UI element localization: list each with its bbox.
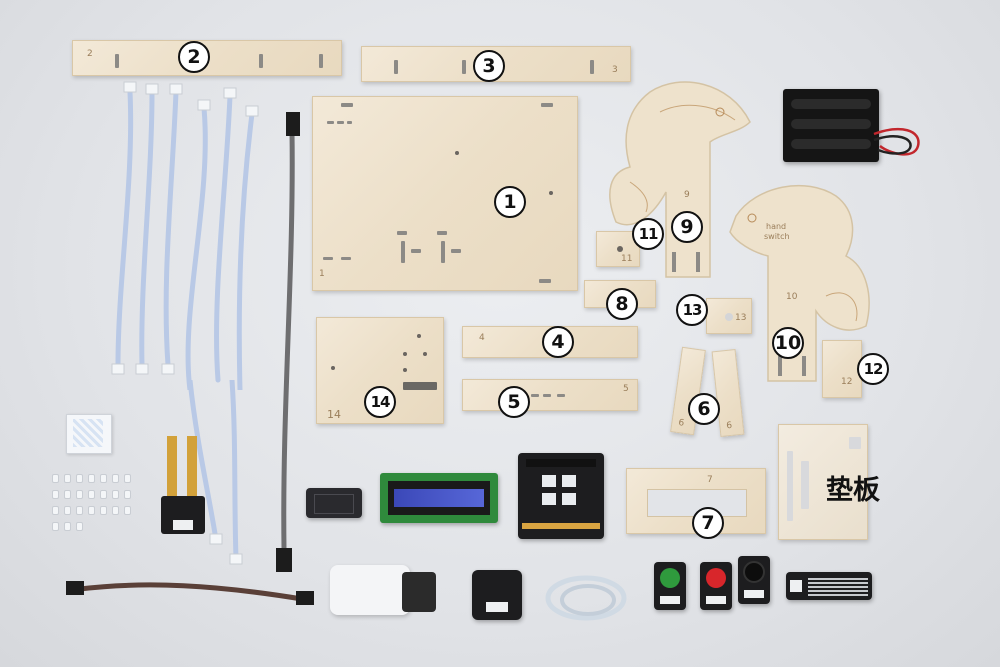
wood-piece-12: 12 — [822, 340, 862, 398]
fish-piece-10 — [729, 184, 870, 382]
wood-piece-2: 2 — [72, 40, 342, 76]
engraving-6-left: 6 — [677, 418, 685, 429]
water-level-sensor — [786, 572, 872, 600]
engraving-5: 5 — [623, 384, 629, 394]
grey-cable — [276, 112, 300, 572]
lcd-display — [380, 473, 498, 523]
engraving-6-right: 6 — [725, 420, 733, 432]
red-button-module — [700, 562, 732, 610]
blue-cables-long — [187, 380, 243, 565]
engraving-9: 9 — [684, 190, 690, 200]
relay-module — [472, 570, 522, 620]
label-14: 14 — [364, 386, 396, 418]
hand-switch-line-2: switch — [764, 232, 790, 241]
label-2: 2 — [178, 41, 210, 73]
engraving-13: 13 — [735, 313, 747, 323]
pump-motor — [402, 572, 436, 612]
label-1: 1 — [494, 186, 526, 218]
battery-wires — [873, 127, 920, 156]
battery-holder — [783, 89, 879, 162]
label-11: 11 — [632, 218, 664, 250]
soil-moisture-sensor — [161, 436, 205, 534]
hand-switch-line-1: hand — [766, 222, 787, 231]
black-white-cable — [66, 581, 314, 605]
engraving-2: 2 — [87, 49, 93, 59]
silicone-tube — [545, 575, 627, 621]
wood-piece-1: 1 — [312, 96, 578, 291]
label-13: 13 — [676, 294, 708, 326]
engraving-4: 4 — [479, 333, 485, 343]
water-pump — [330, 565, 410, 615]
wood-piece-14: 14 — [316, 317, 444, 424]
engraving-1: 1 — [319, 269, 325, 279]
engraving-7: 7 — [707, 475, 713, 485]
pad-label: 垫板 — [826, 475, 880, 506]
plastic-rivets — [52, 468, 152, 538]
engraving-10: 10 — [786, 292, 798, 302]
bluetooth-module — [306, 488, 362, 518]
label-6: 6 — [688, 393, 720, 425]
buzzer-module — [738, 556, 770, 604]
double-sided-tape — [66, 414, 112, 454]
wood-piece-13: 13 — [706, 298, 752, 334]
label-10: 10 — [772, 327, 804, 359]
fish-piece-9 — [609, 81, 751, 278]
wood-piece-5: 5 — [462, 379, 638, 411]
label-4: 4 — [542, 326, 574, 358]
blue-cables — [111, 81, 259, 390]
label-5: 5 — [498, 386, 530, 418]
engraving-12: 12 — [841, 377, 853, 387]
label-8: 8 — [606, 288, 638, 320]
pad-board — [778, 424, 868, 540]
engraving-14: 14 — [327, 408, 341, 421]
expansion-shield — [518, 453, 604, 539]
engraving-11: 11 — [621, 254, 633, 264]
label-3: 3 — [473, 50, 505, 82]
label-9: 9 — [671, 211, 703, 243]
label-12: 12 — [857, 353, 889, 385]
label-7: 7 — [692, 507, 724, 539]
wood-piece-11: 11 — [596, 231, 640, 267]
engraving-3: 3 — [612, 65, 618, 75]
green-button-module — [654, 562, 686, 610]
